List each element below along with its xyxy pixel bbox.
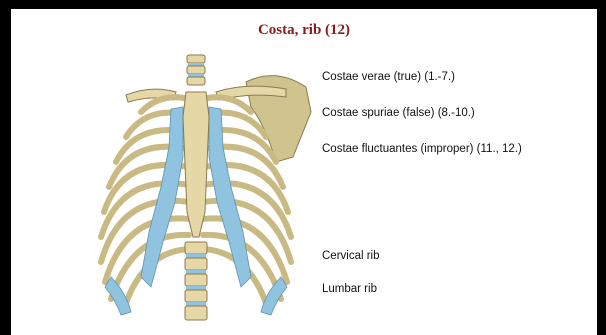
- label-costae-spuriae: Costae spuriae (false) (8.-10.): [322, 106, 532, 121]
- disc-3: [186, 254, 206, 258]
- vertebra-lumbar-3: [185, 274, 207, 286]
- label-costae-verae: Costae verae (true) (1.-7.): [322, 70, 532, 85]
- rib-cage-illustration: [71, 37, 321, 335]
- vertebra-cervical-3: [187, 77, 205, 85]
- label-lumbar-rib: Lumbar rib: [322, 282, 532, 297]
- label-cervical-rib: Cervical rib: [322, 249, 532, 264]
- vertebra-cervical-2: [187, 66, 205, 74]
- slide: Costa, rib (12): [11, 9, 597, 335]
- disc-5: [186, 286, 206, 290]
- vertebra-lumbar-4: [185, 290, 207, 302]
- vertebra-lumbar-5: [185, 306, 207, 320]
- label-costae-fluctuantes: Costae fluctuantes (improper) (11., 12.): [322, 142, 532, 157]
- disc-4: [186, 270, 206, 274]
- vertebra-lumbar-1: [185, 242, 207, 254]
- vertebra-lumbar-2: [185, 258, 207, 270]
- disc-6: [186, 302, 206, 306]
- vertebra-cervical-1: [187, 55, 205, 63]
- sternum: [183, 92, 209, 237]
